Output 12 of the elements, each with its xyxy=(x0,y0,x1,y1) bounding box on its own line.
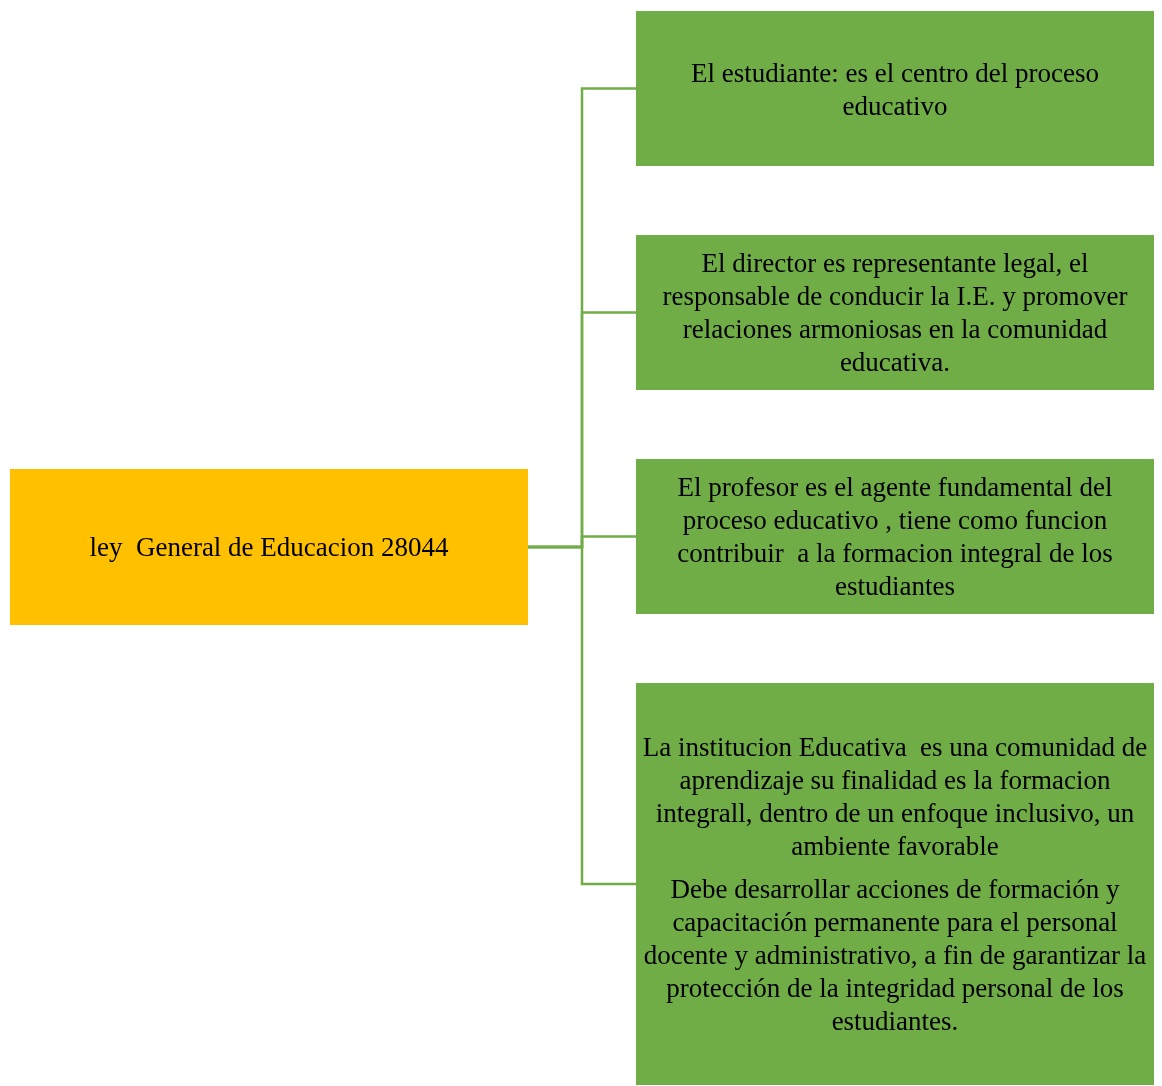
text-box xyxy=(10,469,528,625)
text-box xyxy=(636,459,1154,614)
box-text: El director es representante legal, el responsable de conducir la I.E. y promover relaciones armoniosas en la comunidad educativa. xyxy=(661,246,1129,379)
box-text: El estudiante: es el centro del proceso educativo xyxy=(690,57,1100,123)
box-text: El profesor es el agente fundamental del proceso educativo , tiene como funcion contribuir a la formacion integral de los estudiantes xyxy=(676,470,1114,603)
box-text: ley General de Educacion 28044 xyxy=(89,530,449,564)
box-text: Debe desarrollar acciones de formación y capacitación permanente para el personal docente y administrativo, a fin de garantizar la protección de la integridad personal de los estudiantes. xyxy=(642,872,1148,1038)
text-box xyxy=(636,235,1154,390)
box-text: La institucion Educativa es una comunidad de aprendizaje su finalidad es la formacion integrall, dentro de un enfoque inclusivo, un ambiente favorable xyxy=(641,730,1149,863)
text-box xyxy=(636,11,1154,166)
connector-line xyxy=(528,545,636,886)
text-box xyxy=(636,683,1154,1085)
